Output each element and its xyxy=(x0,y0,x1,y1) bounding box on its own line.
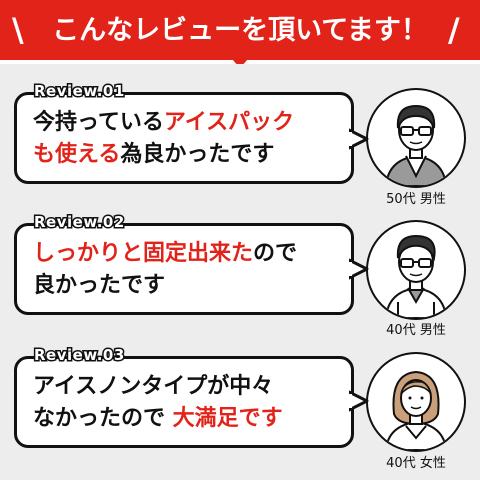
review-2-line2a: 良かったです xyxy=(33,273,166,298)
avatar-man-1 xyxy=(366,88,466,188)
review-label-3: Review.03 xyxy=(33,345,126,366)
bubble-tail-1 xyxy=(349,128,369,150)
review-label-2: Review.02 xyxy=(33,212,126,233)
avatar-man-2 xyxy=(366,220,466,320)
bubble-tail-3 xyxy=(349,390,369,412)
banner-slash-left: \ xyxy=(12,11,24,49)
woman-icon xyxy=(384,370,448,450)
review-bubble-2: しっかりと固定出来たので 良かったです xyxy=(14,223,354,315)
man-glasses-icon xyxy=(384,104,448,186)
banner-notch xyxy=(232,59,248,68)
review-label-1: Review.01 xyxy=(33,81,126,102)
review-text-1: 今持っているアイスパック も使える為良かったです xyxy=(33,107,343,171)
banner-slash-right: / xyxy=(448,11,460,49)
man-glasses-icon xyxy=(384,234,448,318)
review-text-2: しっかりと固定出来たので 良かったです xyxy=(33,238,343,302)
review-3-line1a: アイスノンタイプが中々 xyxy=(33,374,274,399)
review-3-line2b: 大満足です xyxy=(172,406,283,431)
avatar-woman xyxy=(366,352,466,452)
review-1-line2a: も使える xyxy=(33,142,121,167)
review-bubble-3: アイスノンタイプが中々 なかったので 大満足です xyxy=(14,356,354,448)
review-1-line1a: 今持っている xyxy=(33,110,164,135)
review-2-line1b: ので xyxy=(253,241,298,266)
review-text-3: アイスノンタイプが中々 なかったので 大満足です xyxy=(33,371,343,435)
banner-title: こんなレビューを頂いてます！ xyxy=(52,15,428,46)
review-bubble-1: 今持っているアイスパック も使える為良かったです xyxy=(14,92,354,184)
bubble-tail-2 xyxy=(349,258,369,280)
title-banner: \ こんなレビューを頂いてます！ / xyxy=(0,0,480,60)
review-1-line2b: 為良かったです xyxy=(120,142,275,167)
review-caption-1: 50代 男性 xyxy=(386,192,446,207)
review-2-line1a: しっかりと固定出来た xyxy=(33,241,254,266)
review-1-line1b: アイスパック xyxy=(163,110,295,135)
review-caption-3: 40代 女性 xyxy=(386,456,446,471)
review-caption-2: 40代 男性 xyxy=(386,323,446,338)
review-3-line2a: なかったので xyxy=(33,406,173,431)
